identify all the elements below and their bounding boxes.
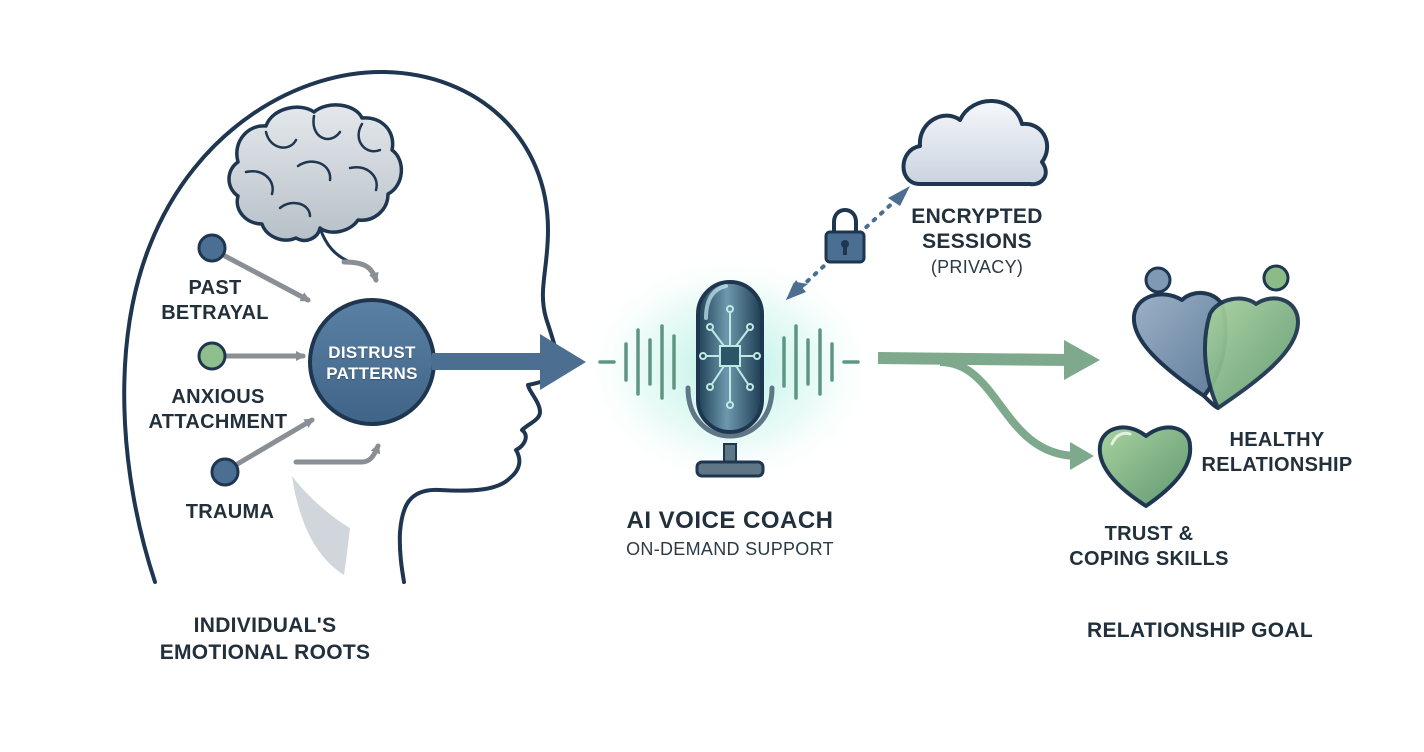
lock-icon bbox=[824, 208, 866, 264]
label-on-demand-support: ON-DEMAND SUPPORT bbox=[626, 539, 834, 559]
anxious-attachment-node bbox=[197, 341, 227, 371]
privacy-link bbox=[786, 186, 910, 300]
label-privacy: (PRIVACY) bbox=[930, 257, 1024, 277]
label-ai-voice-coach: AI VOICE COACH bbox=[626, 507, 834, 534]
sound-wave-icon bbox=[598, 324, 860, 400]
caption-emotional-roots: INDIVIDUAL'S EMOTIONAL ROOTS bbox=[159, 614, 371, 664]
microphone-icon bbox=[685, 280, 775, 478]
cloud-icon bbox=[901, 99, 1050, 187]
main-flow-arrow bbox=[432, 334, 586, 390]
label-encrypted-sessions: ENCRYPTED SESSIONS bbox=[911, 205, 1043, 253]
label-trust-coping: TRUST & COPING SKILLS bbox=[1069, 523, 1229, 570]
label-healthy-relationship: HEALTHY RELATIONSHIP bbox=[1201, 429, 1353, 476]
caption-relationship-goal: RELATIONSHIP GOAL bbox=[1087, 619, 1313, 642]
chip-icon bbox=[699, 305, 761, 409]
past-betrayal-node bbox=[197, 233, 227, 263]
label-past-betrayal: PAST BETRAYAL bbox=[161, 277, 269, 324]
outcome-arrows bbox=[877, 340, 1100, 470]
heart-icon bbox=[1097, 425, 1193, 508]
couple-hearts-icon bbox=[1131, 264, 1300, 410]
trauma-node bbox=[210, 457, 240, 487]
label-trauma: TRAUMA bbox=[185, 501, 275, 523]
label-distrust-patterns: DISTRUST PATTERNS bbox=[326, 343, 418, 383]
neck-shadow bbox=[292, 476, 350, 575]
label-anxious-attachment: ANXIOUS ATTACHMENT bbox=[148, 386, 288, 433]
input-nodes bbox=[197, 233, 240, 487]
brain-icon bbox=[227, 103, 403, 264]
input-arrows bbox=[222, 253, 381, 469]
